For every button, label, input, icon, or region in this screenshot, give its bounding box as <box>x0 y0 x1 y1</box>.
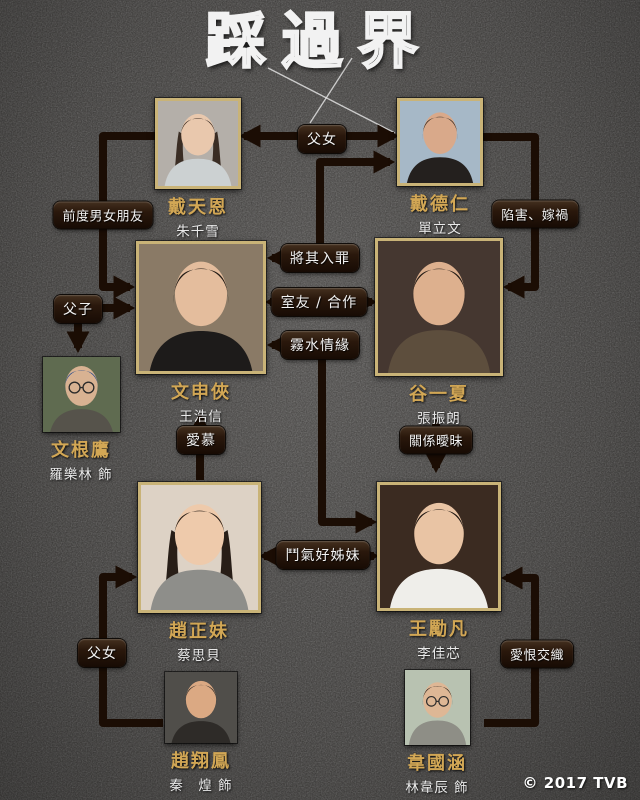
actor-name: 林韋辰 飾 <box>405 780 469 796</box>
portrait-placeholder <box>158 101 238 186</box>
character-card-man-san-hap: 文申俠 王浩信 <box>131 241 271 425</box>
relationship-label-admiration: 愛慕 <box>177 426 225 454</box>
character-name: 趙翔鳳 <box>171 751 231 772</box>
character-name: 戴德仁 <box>410 194 470 215</box>
photo-dai-tin-yan <box>155 98 241 189</box>
actor-name: 蔡思貝 <box>177 648 221 664</box>
photo-chiu-ching-mui <box>137 482 261 613</box>
character-name: 王勵凡 <box>409 619 469 640</box>
copyright-notice: © 2017 TVB <box>522 774 628 792</box>
portrait-placeholder <box>400 101 480 183</box>
relationship-label-brief-romance: 霧水情緣 <box>281 331 359 359</box>
relationship-label-ambiguous: 關係曖昧 <box>399 426 473 454</box>
character-name: 文申俠 <box>171 382 231 403</box>
portrait-placeholder <box>404 670 470 745</box>
photo-guk-yat-ha <box>375 238 503 376</box>
actor-name: 張振朗 <box>417 411 461 427</box>
photo-wai-kwok-ham <box>404 670 470 745</box>
character-card-man-gan-ying: 文根鷹 羅樂林 飾 <box>11 357 151 483</box>
actor-name: 單立文 <box>418 221 462 237</box>
photo-man-gan-ying <box>42 357 120 432</box>
character-card-wai-kwok-ham: 韋國涵 林韋辰 飾 <box>367 670 507 796</box>
character-card-chiu-cheung-fung: 趙翔鳳 秦 煌 飾 <box>131 672 271 794</box>
portrait-placeholder <box>139 244 263 371</box>
portrait-placeholder <box>165 672 237 743</box>
character-name: 韋國涵 <box>407 753 467 774</box>
logo-crack-line <box>267 67 396 134</box>
portrait-placeholder <box>378 241 500 373</box>
actor-name: 朱千雪 <box>176 224 220 240</box>
relationship-label-bickering-sisters: 鬥氣好姊妹 <box>276 541 370 569</box>
relationship-label-incriminate: 將其入罪 <box>281 244 359 272</box>
relationship-label-father-son: 父子 <box>54 295 102 323</box>
portrait-placeholder <box>380 485 498 608</box>
actor-name: 李佳芯 <box>417 646 461 662</box>
character-card-dai-tin-yan: 戴天恩 朱千雪 <box>128 98 268 240</box>
relationship-label-roommates-partners: 室友 / 合作 <box>271 288 367 316</box>
actor-name: 羅樂林 飾 <box>49 467 113 483</box>
photo-chiu-cheung-fung <box>165 672 237 743</box>
photo-dai-tak-yan <box>397 98 483 186</box>
portrait-placeholder <box>140 485 258 610</box>
actor-name: 王浩信 <box>179 409 223 425</box>
character-card-guk-yat-ha: 谷一夏 張振朗 <box>369 238 509 427</box>
relationship-label-father-daughter-top: 父女 <box>298 125 346 153</box>
character-name: 戴天恩 <box>168 197 228 218</box>
actor-name: 秦 煌 飾 <box>169 778 233 794</box>
relationship-label-ex-couple: 前度男女朋友 <box>53 201 153 229</box>
character-card-wong-lai-fan: 王勵凡 李佳芯 <box>369 482 509 662</box>
photo-man-san-hap <box>136 241 266 374</box>
photo-wong-lai-fan <box>377 482 501 611</box>
character-name: 谷一夏 <box>409 384 469 405</box>
character-name: 趙正妹 <box>169 621 229 642</box>
portrait-placeholder <box>42 357 120 432</box>
relationship-label-frame-and-blame: 陷害、嫁禍 <box>492 200 578 228</box>
connector-brief-romance <box>266 333 378 534</box>
show-title-logo: 踩過界 <box>205 6 434 78</box>
character-name: 文根鷹 <box>51 440 111 461</box>
logo-crack-line <box>309 57 353 124</box>
character-card-chiu-ching-mui: 趙正妹 蔡思貝 <box>129 482 269 664</box>
relationship-label-love-hate: 愛恨交織 <box>500 640 574 668</box>
relationship-label-father-daughter-bottom: 父女 <box>78 639 126 667</box>
character-card-dai-tak-yan: 戴德仁 單立文 <box>370 98 510 237</box>
